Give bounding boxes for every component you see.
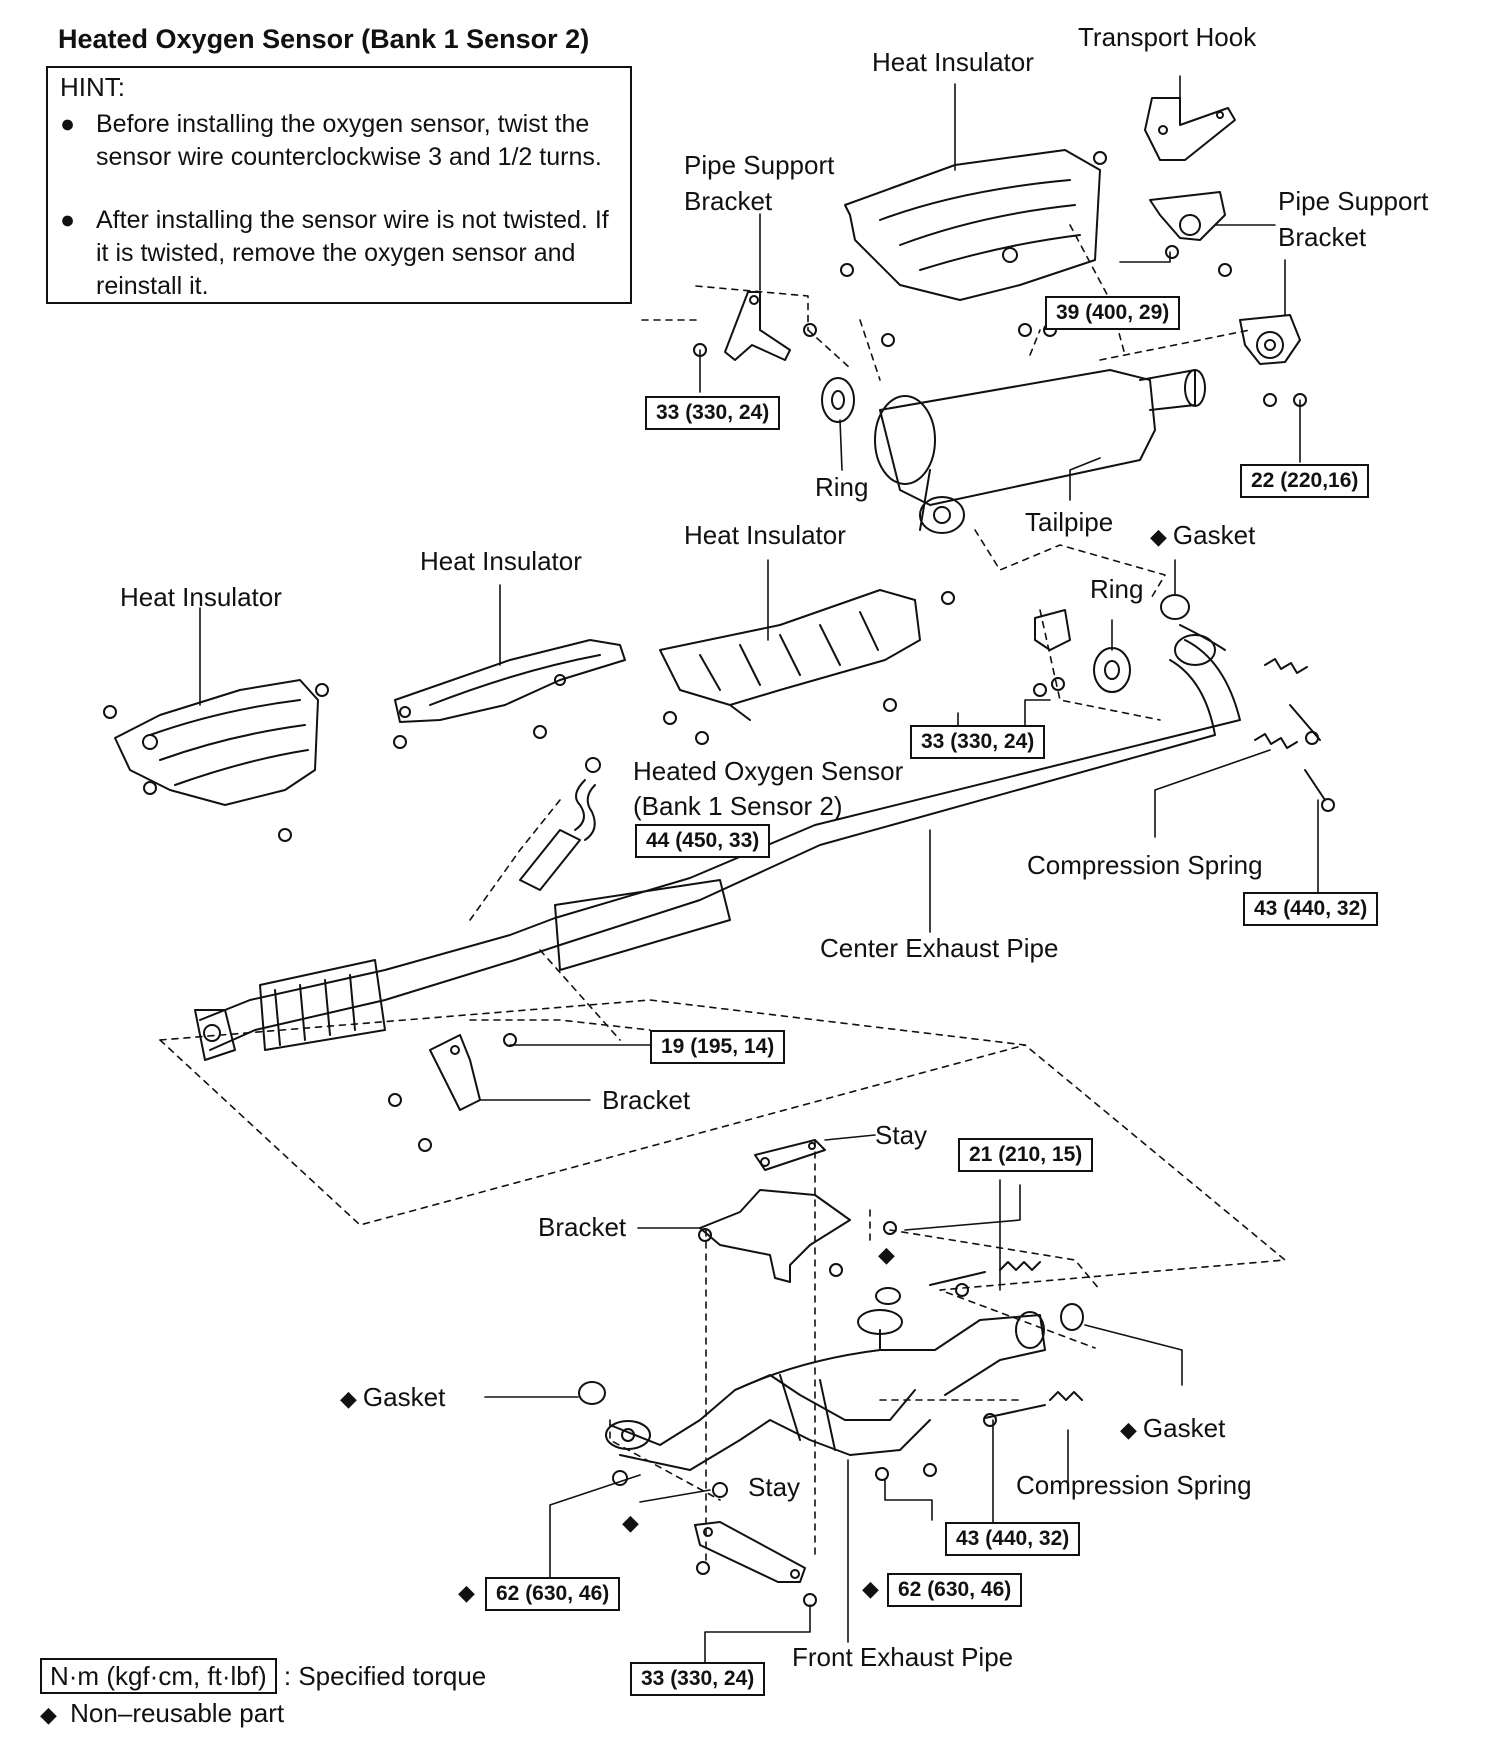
pipe-support-bracket-lower <box>1240 315 1300 364</box>
label-stay-top: Stay <box>875 1120 928 1150</box>
torque-with-non-reusable: ◆ <box>458 1578 481 1608</box>
label-stay-bottom: Stay <box>748 1472 801 1502</box>
heated-oxygen-sensor-part <box>520 780 595 890</box>
torque-box: 33 (330, 24) <box>910 725 1046 759</box>
bracket-mid-part <box>430 1035 480 1110</box>
transport-hook-part <box>1145 98 1235 160</box>
label-heat-insulator-top: Heat Insulator <box>872 47 1034 77</box>
heat-insulator-center-part <box>660 590 920 720</box>
gasket-center-part <box>876 1288 900 1304</box>
hint-text: After installing the sensor wire is not … <box>96 206 609 300</box>
legend-non-reusable-text: Non–reusable part <box>70 1698 285 1728</box>
legend-torque: N·m (kgf·cm, ft·lbf) : Specified torque <box>40 1658 486 1694</box>
label-gasket-top: ◆Gasket <box>1150 520 1256 550</box>
label-heat-insulator-center: Heat Insulator <box>684 520 846 550</box>
pipe-support-bracket-left-part <box>725 292 790 360</box>
torque-box: 62 (630, 46) <box>485 1577 621 1611</box>
non-reusable-icon: ◆ <box>40 1702 57 1727</box>
heat-insulator-mid-part <box>395 640 625 722</box>
hint-text: Before installing the oxygen sensor, twi… <box>96 110 602 171</box>
non-reusable-icon: ◆ <box>340 1386 357 1411</box>
fasteners <box>104 152 1334 1606</box>
non-reusable-icon: ◆ <box>458 1580 475 1605</box>
non-reusable-icon: ◆ <box>862 1576 879 1601</box>
label-compression-spring-top: Compression Spring <box>1027 850 1263 880</box>
label-pipe-support-left-1: Pipe Support <box>684 150 835 180</box>
compression-springs-bottom <box>930 1262 1082 1418</box>
torque-box: 33 (330, 24) <box>645 396 781 430</box>
gasket-top-part <box>1161 595 1189 619</box>
label-ho2-sensor-1: Heated Oxygen Sensor <box>633 756 904 786</box>
tailpipe-muffler-part <box>875 370 1205 533</box>
label-transport-hook: Transport Hook <box>1078 22 1257 52</box>
bullet-icon: ● <box>60 206 76 234</box>
torque-box: 22 (220,16) <box>1240 464 1370 498</box>
center-exhaust-pipe-part <box>195 625 1240 1060</box>
label-center-exhaust-pipe: Center Exhaust Pipe <box>820 933 1059 963</box>
non-reusable-icon: ◆ <box>622 1510 639 1535</box>
torque-box: 21 (210, 15) <box>958 1138 1094 1172</box>
heat-insulator-left-part <box>115 680 318 805</box>
legend-non-reusable: ◆ Non–reusable part <box>40 1698 284 1729</box>
hint-box: HINT: ● Before installing the oxygen sen… <box>46 66 632 304</box>
page-title: Heated Oxygen Sensor (Bank 1 Sensor 2) <box>58 24 590 54</box>
bracket-lower-part <box>699 1190 850 1282</box>
pipe-support-bracket-upper <box>1150 192 1225 240</box>
label-ho2-sensor-2: (Bank 1 Sensor 2) <box>633 791 843 821</box>
torque-box: 43 (440, 32) <box>945 1522 1081 1556</box>
stay-top-part <box>755 1140 825 1170</box>
non-reusable-icon: ◆ <box>1120 1417 1137 1442</box>
leader-lines <box>200 76 1318 1665</box>
non-reusable-icon: ◆ <box>1150 524 1167 549</box>
label-compression-spring-bottom: Compression Spring <box>1016 1470 1252 1500</box>
torque-box: 43 (440, 32) <box>1243 892 1379 926</box>
torque-box: 19 (195, 14) <box>650 1030 786 1064</box>
label-pipe-support-right-2: Bracket <box>1278 222 1367 252</box>
compression-springs-top <box>1255 659 1325 800</box>
label-tailpipe: Tailpipe <box>1025 507 1114 537</box>
torque-box: 62 (630, 46) <box>887 1573 1023 1607</box>
label-gasket-right: ◆Gasket <box>1120 1413 1226 1443</box>
front-exhaust-pipe-part <box>606 1310 1045 1470</box>
torque-box: 39 (400, 29) <box>1045 296 1181 330</box>
bullet-icon: ● <box>60 110 76 138</box>
hint-title: HINT: <box>60 72 125 102</box>
stay-bottom-part <box>695 1522 805 1582</box>
legend-torque-box: N·m (kgf·cm, ft·lbf) <box>40 1658 277 1694</box>
label-ring-mid: Ring <box>1090 574 1144 604</box>
label-ring-top: Ring <box>815 472 869 502</box>
label-heat-insulator-left: Heat Insulator <box>120 582 282 612</box>
label-pipe-support-left-2: Bracket <box>684 186 773 216</box>
label-gasket-left: ◆Gasket <box>340 1382 446 1412</box>
gasket-left-part <box>579 1382 605 1404</box>
non-reusable-icon: ◆ <box>878 1242 895 1267</box>
torque-with-non-reusable: ◆ <box>862 1574 885 1604</box>
ring-top-part <box>822 378 854 422</box>
label-heat-insulator-mid: Heat Insulator <box>420 546 582 576</box>
heat-insulator-top-part <box>845 150 1100 300</box>
label-front-exhaust-pipe: Front Exhaust Pipe <box>792 1642 1014 1672</box>
label-pipe-support-right-1: Pipe Support <box>1278 186 1429 216</box>
label-bracket-mid: Bracket <box>602 1085 691 1115</box>
torque-box: 44 (450, 33) <box>635 824 771 858</box>
legend-torque-text: : Specified torque <box>283 1661 487 1691</box>
gasket-right-part <box>1061 1304 1083 1330</box>
torque-box: 33 (330, 24) <box>630 1662 766 1696</box>
label-bracket-lower: Bracket <box>538 1212 627 1242</box>
